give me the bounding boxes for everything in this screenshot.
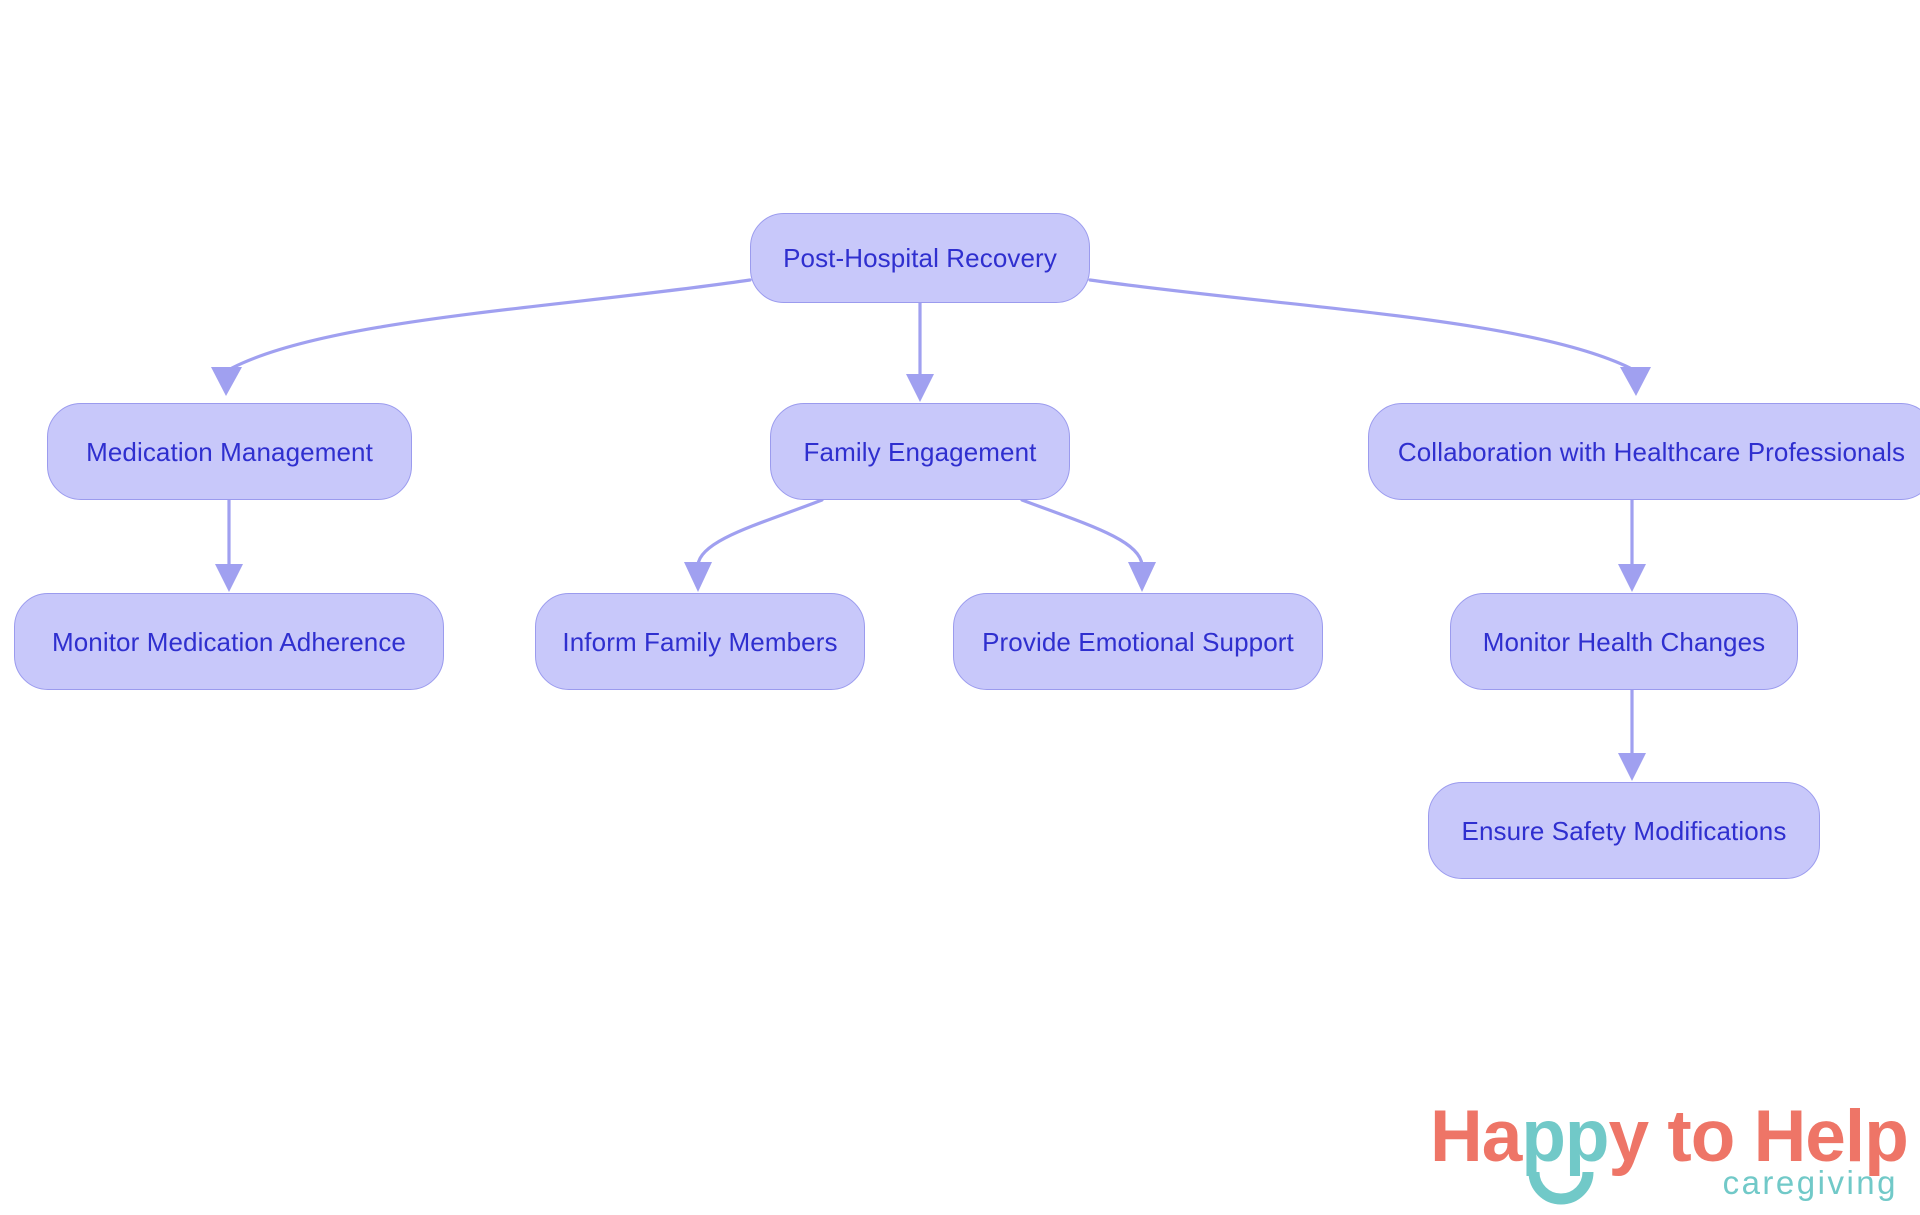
node-medication-management[interactable]: Medication Management [47, 403, 412, 500]
node-post-hospital-recovery[interactable]: Post-Hospital Recovery [750, 213, 1090, 303]
arrowhead-icon [215, 564, 243, 592]
node-label: Monitor Health Changes [1482, 626, 1766, 657]
node-family-engagement[interactable]: Family Engagement [770, 403, 1070, 500]
arrowhead-icon [1620, 367, 1651, 396]
arrowhead-icon [906, 374, 934, 402]
edge-medication-to-monitor-adherence [215, 498, 243, 592]
edge-family-to-emotional-support [1020, 498, 1156, 592]
node-monitor-health-changes[interactable]: Monitor Health Changes [1450, 593, 1798, 690]
arrowhead-icon [1618, 753, 1646, 781]
node-label: Medication Management [86, 436, 373, 467]
arrowhead-icon [1618, 564, 1646, 592]
smile-icon [1528, 1171, 1594, 1205]
node-inform-family-members[interactable]: Inform Family Members [535, 593, 865, 690]
edge-root-to-collaboration [1088, 278, 1651, 396]
node-label: Provide Emotional Support [982, 626, 1294, 657]
node-monitor-medication-adherence[interactable]: Monitor Medication Adherence [14, 593, 444, 690]
arrowhead-icon [684, 562, 712, 592]
node-label: Family Engagement [803, 436, 1037, 467]
logo-text-ha: Ha [1430, 1096, 1522, 1177]
edge-root-to-medication [211, 278, 752, 396]
logo-text-to-help: to Help [1648, 1096, 1908, 1177]
happy-to-help-logo: Happy to Help caregiving [1430, 1100, 1909, 1210]
arrowhead-icon [1128, 562, 1156, 592]
node-label: Monitor Medication Adherence [51, 626, 406, 657]
node-label: Post-Hospital Recovery [783, 243, 1057, 273]
node-provide-emotional-support[interactable]: Provide Emotional Support [953, 593, 1323, 690]
edge-collaboration-to-monitor-health [1618, 498, 1646, 592]
logo-text-pp: pp [1521, 1096, 1609, 1177]
node-ensure-safety-modifications[interactable]: Ensure Safety Modifications [1428, 782, 1820, 879]
node-collaboration-with-healthcare-professionals[interactable]: Collaboration with Healthcare Profession… [1368, 403, 1920, 500]
node-label: Collaboration with Healthcare Profession… [1397, 436, 1906, 467]
logo-text-y: y [1608, 1096, 1650, 1177]
arrowhead-icon [211, 367, 242, 396]
logo-wordmark: Happy to Help [1430, 1100, 1909, 1173]
logo-tagline: caregiving [1722, 1164, 1898, 1201]
node-label: Inform Family Members [562, 626, 838, 657]
edge-monitor-health-to-safety-mods [1618, 688, 1646, 781]
node-label: Ensure Safety Modifications [1461, 815, 1787, 846]
edge-root-to-family [906, 301, 934, 402]
edge-family-to-inform-family [684, 498, 824, 592]
